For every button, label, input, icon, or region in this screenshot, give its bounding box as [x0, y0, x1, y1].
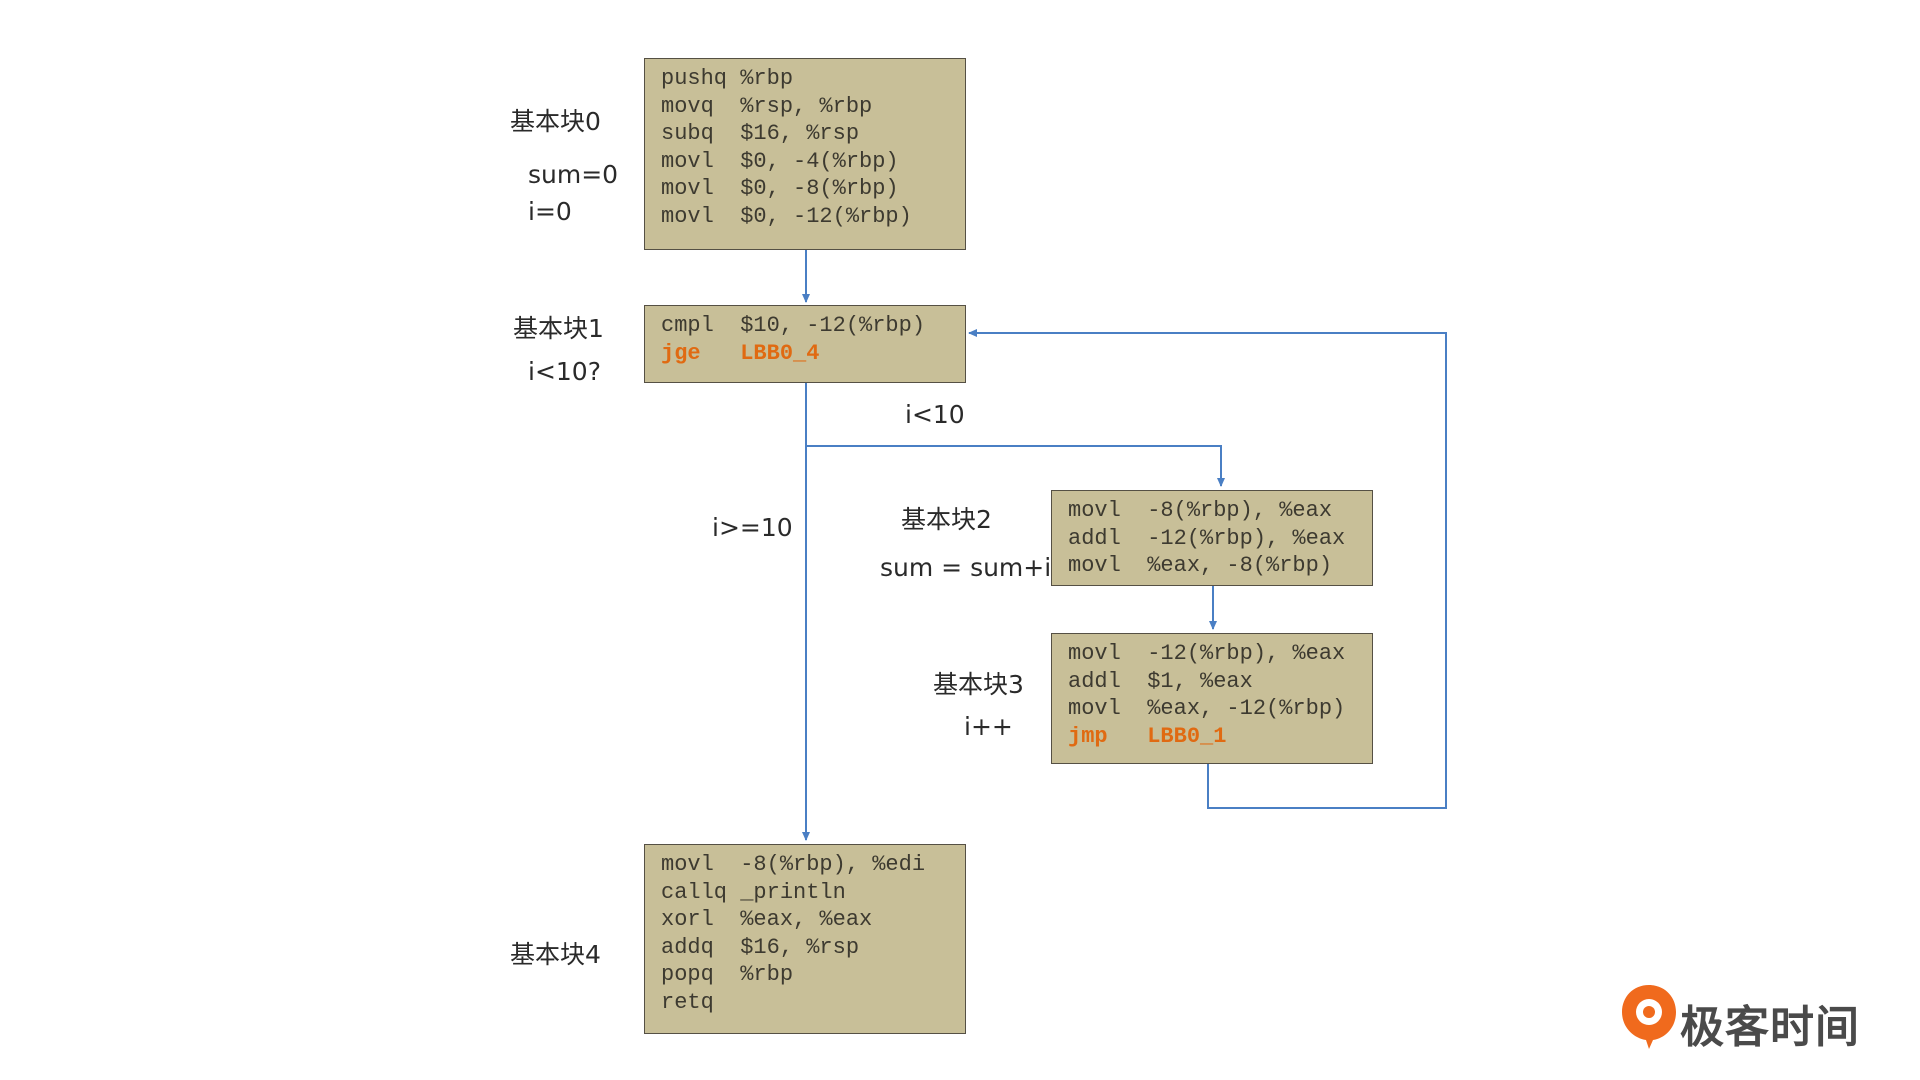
code-line: movl -8(%rbp), %edi [661, 852, 926, 877]
code-line: addl -12(%rbp), %eax [1068, 525, 1346, 551]
geektime-logo-icon [1622, 985, 1676, 1049]
code-line: xorl %eax, %eax [661, 907, 873, 932]
block-0-note-sum: sum=0 [528, 160, 619, 189]
block-2-name: 基本块2 [901, 505, 992, 534]
block-4-name: 基本块4 [510, 940, 601, 969]
basic-block-2: movl -8(%rbp), %eax addl -12(%rbp), %eax… [1051, 490, 1373, 586]
edge-b3-to-b1 [968, 329, 1447, 809]
code-line: cmpl $10, -12(%rbp) [661, 313, 926, 338]
logo-text: 极客时间 [1680, 1002, 1860, 1053]
code-line: movl $0, -12(%rbp) [661, 203, 912, 229]
code-line: addl $1, %eax [1068, 668, 1253, 694]
code-line: addq $16, %rsp [661, 934, 860, 960]
edge-label-i-lt-10: i<10 [905, 400, 965, 429]
block-1-note-condition: i<10? [528, 357, 601, 386]
code-line: movl $0, -8(%rbp) [661, 176, 899, 201]
code-line: pushq %rbp [661, 66, 794, 91]
code-line: popq %rbp [661, 962, 794, 987]
code-line: movl -8(%rbp), %eax [1068, 498, 1333, 523]
block-3-name: 基本块3 [933, 670, 1024, 699]
jump-instruction: jge LBB0_4 [661, 340, 820, 366]
edge-label-i-ge-10: i>=10 [712, 513, 793, 542]
code-line: movl $0, -4(%rbp) [661, 148, 899, 174]
block-1-name: 基本块1 [513, 314, 604, 343]
code-line: retq [661, 989, 714, 1015]
code-line: movl %eax, -8(%rbp) [1068, 553, 1333, 578]
code-line: movl %eax, -12(%rbp) [1068, 696, 1346, 721]
code-line: callq _println [661, 879, 846, 905]
block-3-note-increment: i++ [964, 712, 1013, 741]
jump-instruction: jmp LBB0_1 [1068, 723, 1227, 749]
block-0-name: 基本块0 [510, 107, 601, 136]
basic-block-3: movl -12(%rbp), %eax addl $1, %eax movl … [1051, 633, 1373, 764]
block-0-note-i: i=0 [528, 197, 572, 226]
geektime-logo: 极客时间 [1620, 983, 1875, 1053]
code-line: movl -12(%rbp), %eax [1068, 641, 1346, 666]
code-line: subq $16, %rsp [661, 121, 860, 146]
code-line: movq %rsp, %rbp [661, 93, 873, 119]
basic-block-1: cmpl $10, -12(%rbp) jge LBB0_4 [644, 305, 966, 383]
edge-b1-to-b2 [806, 445, 1225, 487]
basic-block-4: movl -8(%rbp), %edi callq _println xorl … [644, 844, 966, 1034]
basic-block-0: pushq %rbp movq %rsp, %rbp subq $16, %rs… [644, 58, 966, 250]
block-2-note-sum: sum = sum+i [880, 553, 1052, 582]
